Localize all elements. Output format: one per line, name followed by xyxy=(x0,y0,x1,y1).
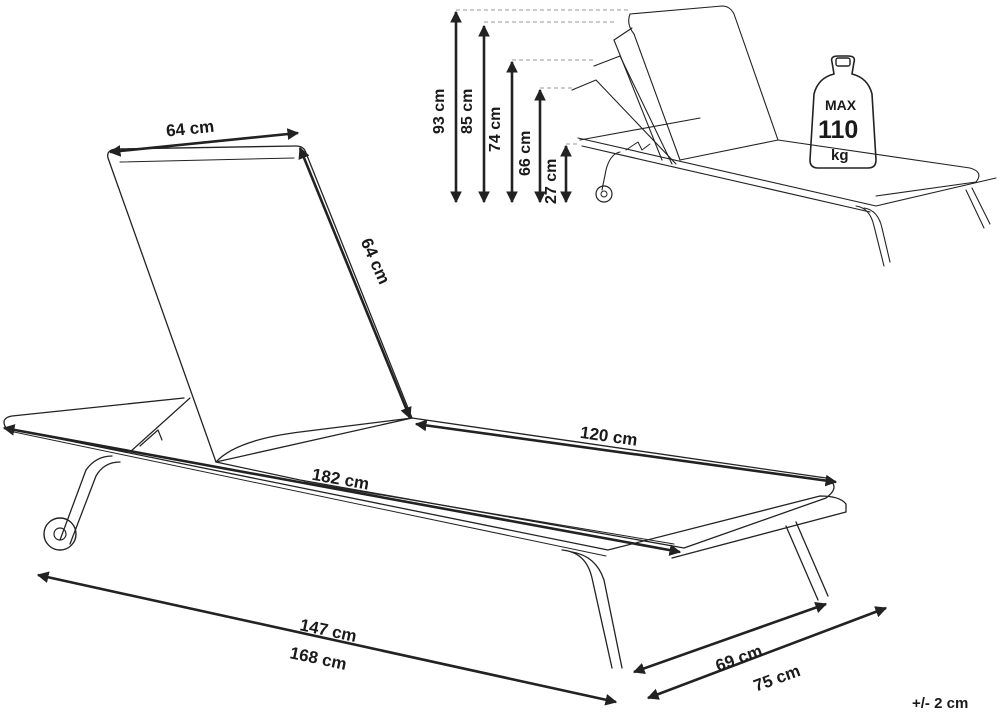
seat-length-label: 120 cm xyxy=(579,423,639,450)
backrest-width-label: 64 cm xyxy=(165,117,215,141)
height-label-85: 85 cm xyxy=(459,89,476,134)
max-load-weight-icon xyxy=(809,55,877,169)
main-dimension-lines xyxy=(2,128,888,706)
frame-length-inner-label: 147 cm xyxy=(298,615,358,646)
width-outer-label: 75 cm xyxy=(751,661,803,695)
main-lounger-drawing xyxy=(3,145,847,669)
height-guides xyxy=(456,9,630,145)
frame-length-outer-label: 168 cm xyxy=(288,643,348,674)
height-view-lounger-drawing xyxy=(571,5,997,267)
backrest-length-label: 64 cm xyxy=(357,235,394,287)
max-load-unit: kg xyxy=(831,147,849,164)
height-label-74: 74 cm xyxy=(487,107,504,152)
height-label-93: 93 cm xyxy=(431,89,448,134)
max-load-label: MAX xyxy=(825,97,857,113)
tolerance-note: +/- 2 cm xyxy=(912,695,968,712)
height-label-27: 27 cm xyxy=(543,159,560,204)
height-dimension-lines xyxy=(450,10,572,204)
width-inner-label: 69 cm xyxy=(713,641,765,675)
max-load-value: 110 xyxy=(818,116,858,144)
height-label-66: 66 cm xyxy=(517,131,534,176)
